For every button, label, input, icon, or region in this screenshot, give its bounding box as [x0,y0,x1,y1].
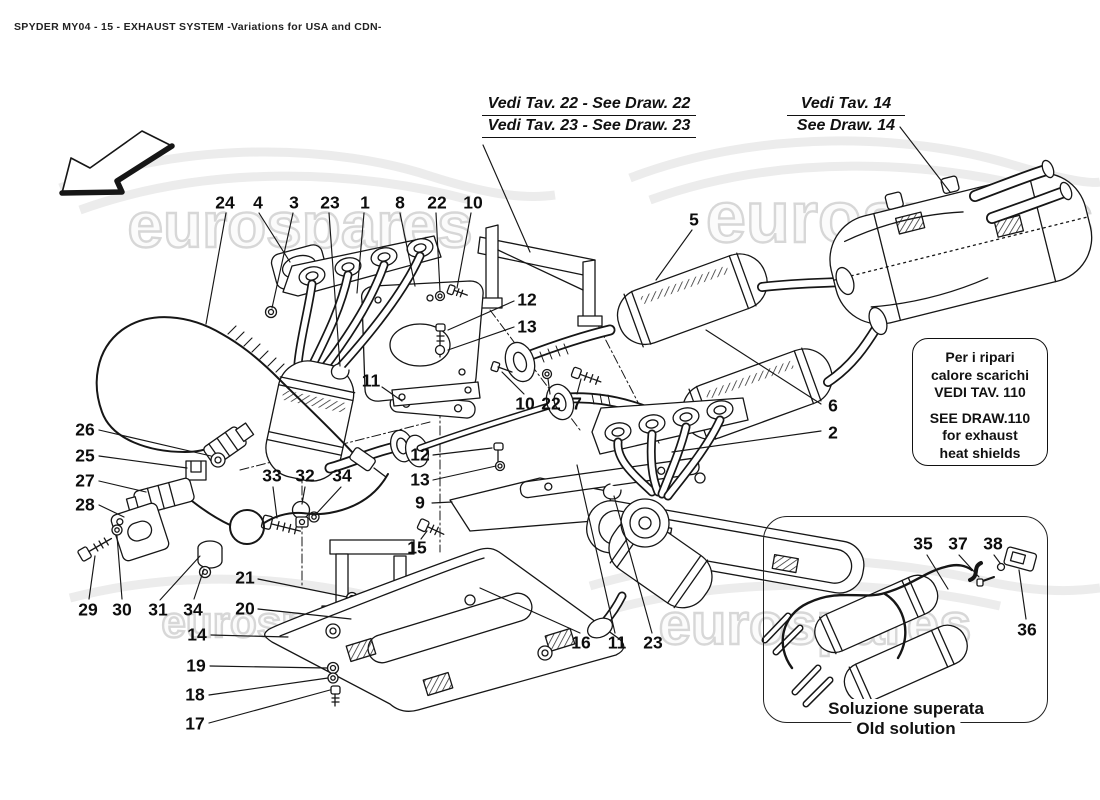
harness-cable [191,473,389,545]
callout-29: 29 [78,599,98,620]
callout-21: 21 [235,567,255,588]
callout-27: 27 [75,470,95,491]
callout-34: 34 [183,599,203,620]
callout-2: 2 [828,422,838,443]
nut-30 [111,524,123,536]
bolt-12a [434,323,446,358]
screw-15 [416,518,445,536]
see-draw-14-label: See Draw. 14 [796,117,896,134]
clip-25 [185,460,207,481]
callout-18: 18 [185,684,205,705]
callout-22: 22 [427,192,447,213]
see-draw-14-annotation: Vedi Tav. 14 See Draw. 14 [787,94,905,137]
callout-34: 34 [332,465,352,486]
see-draw-23-label: Vedi Tav. 23 - See Draw. 23 [482,116,696,138]
note-line-it-1: Per i ripari [945,349,1015,365]
heat-shield-8 [360,280,484,407]
screw-29 [77,537,113,562]
callout-15: 15 [407,537,427,558]
bracket-28 [110,502,170,562]
fasteners-19-18-17 [326,661,341,707]
fasteners-10-22-7 [490,361,602,385]
callout-4: 4 [253,192,263,213]
left-manifold-flange [282,235,442,297]
callout-35: 35 [913,533,933,554]
callout-37: 37 [948,533,968,554]
callout-13: 13 [410,469,430,490]
callout-25: 25 [75,445,95,466]
callout-7: 7 [572,393,582,414]
note-line-en-2: for exhaust [942,427,1018,443]
callout-24: 24 [215,192,235,213]
callout-1: 1 [360,192,370,213]
direction-arrow-icon [59,130,175,196]
callout-8: 8 [395,192,405,213]
callout-5: 5 [689,209,699,230]
callout-14: 14 [187,624,207,645]
page-title: SPYDER MY04 - 15 - EXHAUST SYSTEM -Varia… [14,21,382,33]
callout-31: 31 [148,599,168,620]
leader-lines [88,126,1027,724]
vedi-tav-14-label: Vedi Tav. 14 [787,94,905,116]
washer-22a [434,290,446,302]
callout-20: 20 [235,598,255,619]
callout-11: 11 [361,370,381,391]
heat-shield-note-box: Per i ripari calore scarichi VEDI TAV. 1… [912,338,1048,466]
callout-17: 17 [185,713,205,734]
inset-old-solution-art [761,546,1038,708]
callout-11: 11 [607,632,627,653]
callout-22: 22 [541,393,561,414]
note-line-it-3: VEDI TAV. 110 [934,384,1026,400]
callout-12: 12 [410,444,430,465]
callout-33: 33 [262,465,282,486]
support-bracket [477,224,603,327]
callout-23: 23 [643,632,663,653]
callout-12: 12 [517,289,537,310]
see-draw-22-23-annotation: Vedi Tav. 22 - See Draw. 22 Vedi Tav. 23… [482,94,696,138]
callout-36: 36 [1017,619,1037,640]
left-precat [265,360,356,482]
undertray-panel-14 [264,547,625,712]
callout-23: 23 [320,192,340,213]
callout-38: 38 [983,533,1003,554]
clip-23a [330,363,350,380]
note-line-en-3: heat shields [939,444,1021,461]
old-solution-caption-en: Old solution [851,719,961,739]
note-line-en-1: SEE DRAW.110 [929,409,1031,426]
rear-muffler [829,159,1093,336]
rubber-mount-31 [197,540,223,579]
connector-26 [203,422,255,466]
see-draw-22-label: Vedi Tav. 22 - See Draw. 22 [482,94,696,116]
callout-10: 10 [463,192,483,213]
callout-30: 30 [112,599,132,620]
screw-10a [446,284,468,298]
callout-28: 28 [75,494,95,515]
note-line-it-2: calore scarichi [930,366,1030,383]
callout-32: 32 [295,465,315,486]
old-solution-caption-it: Soluzione superata [823,699,989,719]
grommet [210,452,226,468]
callout-19: 19 [186,655,206,676]
callout-3: 3 [289,192,299,213]
callout-13: 13 [517,316,537,337]
callout-26: 26 [75,419,95,440]
old-solution-inset-box [763,516,1048,723]
callout-9: 9 [415,492,425,513]
nut-3 [264,305,278,319]
callout-16: 16 [571,632,591,653]
lambda-cable-24 [95,316,353,453]
callout-6: 6 [828,395,838,416]
catalyst-1 [616,252,848,348]
callout-10: 10 [515,393,535,414]
